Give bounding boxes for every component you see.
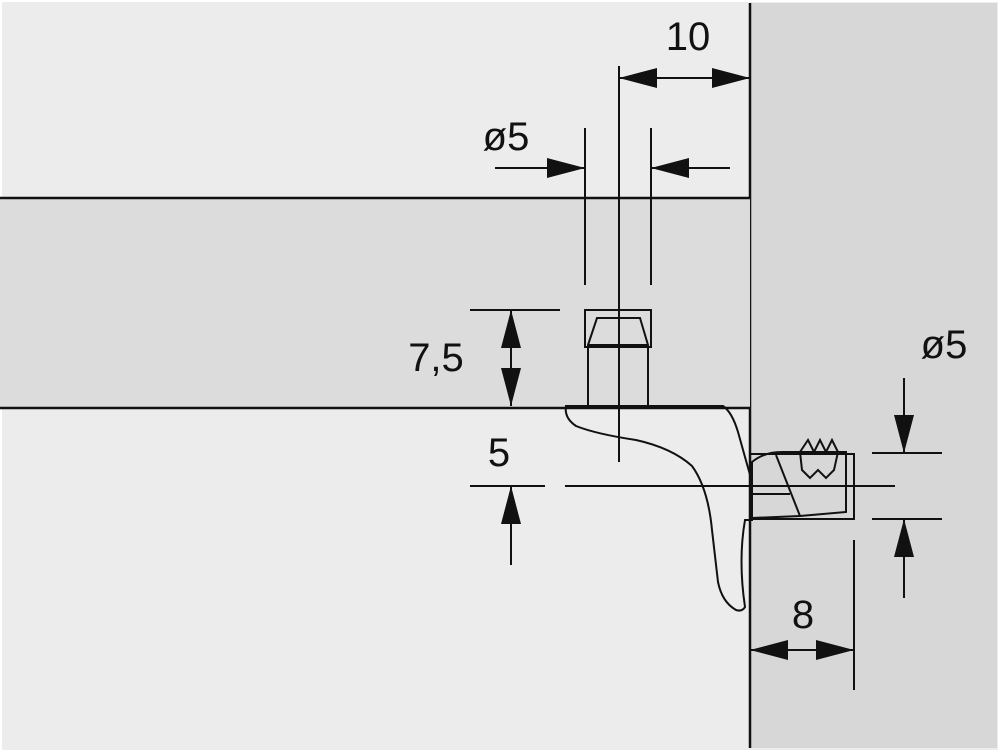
dim-10-arrow-right bbox=[712, 68, 750, 88]
dim-7-5-arrow-bottom bbox=[501, 368, 521, 406]
dim-7-5-arrow-top bbox=[501, 310, 521, 348]
dim-dia-side-label: ø5 bbox=[921, 323, 968, 367]
dim-5-arrow bbox=[501, 486, 521, 524]
dim-7-5-label: 7,5 bbox=[408, 336, 464, 380]
dim-8-label: 8 bbox=[792, 593, 814, 637]
dim-dia-top-arrow-left bbox=[547, 158, 585, 178]
side-pin-body bbox=[751, 451, 847, 520]
shelf-board bbox=[0, 198, 750, 408]
side-pin-ribs bbox=[798, 437, 840, 480]
dim-8-arrow-left bbox=[750, 640, 788, 660]
side-panel bbox=[750, 3, 997, 748]
shelf-support-bracket bbox=[564, 405, 753, 612]
dim-5-label: 5 bbox=[488, 431, 510, 475]
dim-dia-top-arrow-right bbox=[651, 158, 689, 178]
dim-dia-side-arrow-bottom bbox=[894, 519, 914, 557]
dim-8-arrow-right bbox=[816, 640, 854, 660]
dim-10-label: 10 bbox=[666, 15, 711, 59]
dim-dia-side-arrow-top bbox=[894, 415, 914, 453]
dim-10-arrow-left bbox=[619, 68, 657, 88]
dim-dia-top-label: ø5 bbox=[483, 115, 530, 159]
